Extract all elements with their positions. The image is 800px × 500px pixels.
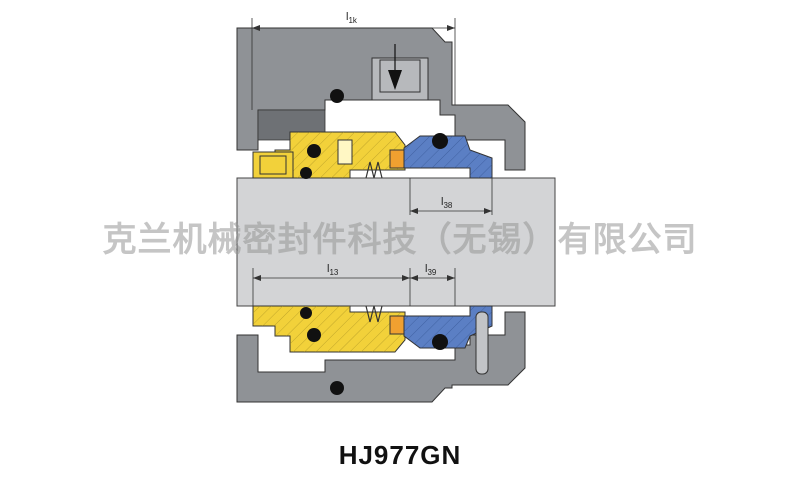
- dimension-label-l1k: l1k: [346, 11, 358, 25]
- shaft: [236, 177, 556, 307]
- o-ring-icon: [300, 307, 312, 319]
- o-ring-icon: [307, 144, 321, 158]
- stationary-seat-top: [403, 135, 493, 179]
- dimension-l39: [410, 268, 456, 306]
- o-ring-icon: [307, 328, 321, 342]
- dimension-label-l13: l13: [327, 263, 339, 277]
- spring-icon: [365, 305, 383, 323]
- gland-port: [371, 44, 429, 101]
- stationary-seat-bottom: [403, 305, 493, 349]
- o-rings: [300, 89, 448, 395]
- o-ring-icon: [330, 381, 344, 395]
- o-ring-icon: [432, 334, 448, 350]
- model-label: HJ977GN: [338, 440, 462, 470]
- seal-face-bottom: [389, 315, 405, 335]
- o-ring-icon: [432, 133, 448, 149]
- o-ring-icon: [330, 89, 344, 103]
- dimension-l38: [409, 178, 493, 215]
- dimension-label-l39: l39: [425, 263, 437, 277]
- dimension-l13: [252, 268, 411, 306]
- dimension-l1k: [251, 18, 456, 110]
- rotating-unit-top: [252, 131, 406, 179]
- dimension-label-l38: l38: [441, 196, 453, 210]
- spring-icon: [365, 161, 383, 179]
- rotating-unit-bottom: [252, 305, 406, 353]
- flow-arrow-icon: [388, 70, 402, 90]
- anti-rotation-pin: [475, 311, 489, 375]
- o-ring-icon: [300, 167, 312, 179]
- seal-face-top: [389, 149, 405, 169]
- company-watermark: 克兰机械密封件科技（无锡）有限公司: [102, 220, 698, 260]
